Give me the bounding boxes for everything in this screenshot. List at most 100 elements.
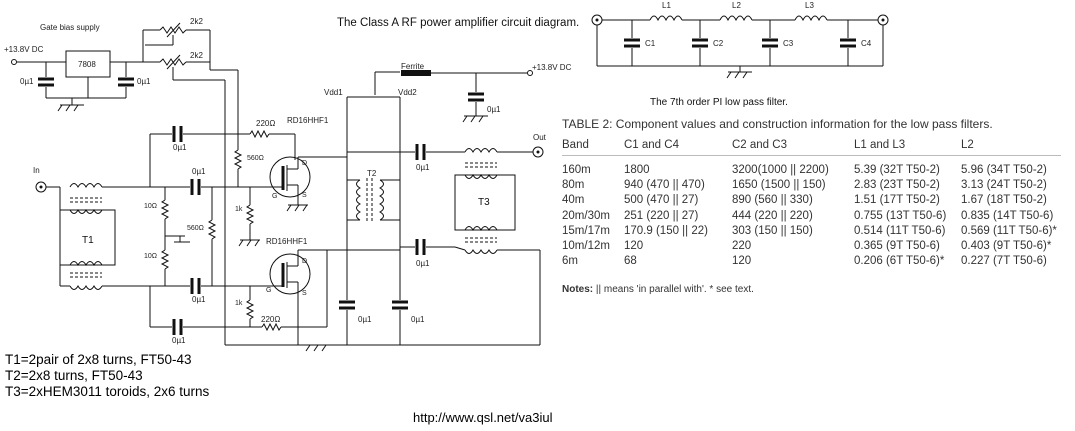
- cell-c2c3: 303 (150 || 150): [732, 224, 813, 237]
- cell-l1l3: 1.51 (17T T50-2): [854, 194, 940, 207]
- cell-l2: 0.835 (14T T50-6): [961, 209, 1054, 222]
- supply-out-label: +13.8V DC: [532, 63, 572, 72]
- r1k-top-label: 1k: [235, 206, 243, 213]
- t2-label: T2: [367, 169, 377, 178]
- r560-mid-label: 560Ω: [187, 225, 204, 232]
- cell-c1c4: 120: [624, 240, 644, 253]
- in-label: In: [33, 166, 40, 175]
- c2-label: C2: [713, 39, 724, 48]
- table-row: 20m/30m 251 (220 || 27) 444 (220 || 220)…: [562, 208, 1061, 223]
- cell-band: 10m/12m: [562, 240, 610, 253]
- c-in-top-label: 0µ1: [192, 167, 206, 176]
- out-connector: [532, 146, 544, 158]
- ferrite-label: Ferrite: [401, 62, 425, 71]
- regulator-label: 7808: [78, 60, 96, 69]
- legend-t2: T2=2x8 turns, FT50-43: [5, 368, 143, 383]
- pin-g-bot: G: [266, 287, 271, 294]
- cell-l1l3: 0.514 (11T T50-6): [854, 224, 946, 237]
- cell-l1l3: 2.83 (23T T50-2): [854, 178, 940, 191]
- pin-s-top: S: [302, 192, 307, 199]
- cell-l1l3: 0.365 (9T T50-6): [854, 240, 940, 253]
- c-out-top-label: 0µ1: [416, 163, 430, 172]
- cell-l2: 3.13 (24T T50-2): [961, 178, 1047, 191]
- table-notes: Notes: || means 'in parallel with'. * se…: [562, 284, 754, 295]
- c4-label: C4: [861, 39, 872, 48]
- cell-band: 20m/30m: [562, 209, 610, 222]
- supply-in-label: +13.8V DC: [4, 45, 44, 54]
- cell-c1c4: 1800: [624, 163, 650, 176]
- r1k-bot-label: 1k: [235, 300, 243, 307]
- table-title: TABLE 2: Component values and constructi…: [562, 117, 993, 131]
- l1-label: L1: [662, 1, 671, 10]
- c-reg-in-label: 0µ1: [20, 77, 34, 86]
- mosfet-bot: [269, 253, 311, 295]
- cell-c1c4: 68: [624, 255, 637, 268]
- l2-label: L2: [732, 1, 741, 10]
- cell-band: 80m: [562, 178, 585, 191]
- mosfet-top-label: RD16HHF1: [287, 116, 329, 125]
- t3-label: T3: [478, 197, 490, 208]
- c1-label: C1: [645, 39, 656, 48]
- t3-core: [454, 174, 516, 231]
- table-header-row: Band C1 and C4 C2 and C3 L1 and L3 L2: [562, 136, 1061, 156]
- col-c2-c3: C2 and C3: [732, 136, 854, 156]
- t1-label: T1: [82, 235, 94, 246]
- pin-s-bot: S: [302, 290, 307, 297]
- gate-bias-label: Gate bias supply: [40, 23, 100, 32]
- col-c1-c4: C1 and C4: [624, 136, 732, 156]
- l3-label: L3: [805, 1, 814, 10]
- c-fb-top-label: 0µ1: [173, 143, 187, 152]
- page-title: The Class A RF power amplifier circuit d…: [337, 17, 580, 29]
- notes-text: || means 'in parallel with'. * see text.: [595, 284, 754, 295]
- r10-bot-label: 10Ω: [144, 253, 157, 260]
- cell-l1l3: 0.755 (13T T50-6): [854, 209, 947, 222]
- cell-l1l3: 5.39 (32T T50-2): [854, 163, 940, 176]
- cell-c2c3: 1650 (1500 || 150): [732, 178, 826, 191]
- legend-t3: T3=2xHEM3011 toroids, 2x6 turns: [5, 384, 210, 399]
- cell-c2c3: 3200(1000 || 2200): [732, 163, 829, 176]
- filter-title: The 7th order PI low pass filter.: [650, 97, 788, 108]
- cell-l2: 5.96 (34T T50-2): [961, 163, 1047, 176]
- cell-c1c4: 940 (470 || 470): [624, 178, 705, 191]
- c-reg-out-label: 0µ1: [137, 77, 151, 86]
- supply-in-terminal: [11, 59, 17, 65]
- pin-d-bot: D: [302, 258, 307, 265]
- cell-band: 15m/17m: [562, 224, 610, 237]
- r10-top-label: 10Ω: [144, 203, 157, 210]
- legend-t1: T1=2pair of 2x8 turns, FT50-43: [5, 352, 192, 367]
- c-fb-bot-label: 0µ1: [172, 336, 186, 345]
- cell-l2: 1.67 (18T T50-2): [961, 194, 1047, 207]
- cell-band: 40m: [562, 194, 585, 207]
- cell-c1c4: 500 (470 || 27): [624, 194, 699, 207]
- cell-c2c3: 444 (220 || 220): [732, 209, 813, 222]
- notes-label: Notes:: [562, 284, 594, 295]
- col-l2: L2: [961, 136, 1061, 156]
- cell-c2c3: 890 (560 || 330): [732, 194, 813, 207]
- cell-l2: 0.403 (9T T50-6)*: [961, 240, 1052, 253]
- cell-c1c4: 170.9 (150 || 22): [624, 224, 708, 237]
- c-out-bot-label: 0µ1: [416, 259, 430, 268]
- cell-l2: 0.227 (7T T50-6): [961, 255, 1047, 268]
- cell-l1l3: 0.206 (6T T50-6)*: [854, 255, 945, 268]
- pot1-label: 2k2: [190, 17, 203, 26]
- cell-band: 160m: [562, 163, 591, 176]
- mosfet-top: [269, 156, 311, 198]
- source-url[interactable]: http://www.qsl.net/va3iul: [413, 410, 553, 425]
- vdd2-label: Vdd2: [398, 88, 417, 97]
- r560-top-label: 560Ω: [247, 155, 264, 162]
- c-bypass2-label: 0µ1: [411, 315, 425, 324]
- vdd1-label: Vdd1: [324, 88, 343, 97]
- cell-c2c3: 220: [732, 240, 752, 253]
- table-row: 80m 940 (470 || 470) 1650 (1500 || 150) …: [562, 177, 1061, 192]
- cell-band: 6m: [562, 255, 578, 268]
- table-row: 160m 1800 3200(1000 || 2200) 5.39 (32T T…: [562, 156, 1061, 178]
- c-in-bot-label: 0µ1: [192, 295, 206, 304]
- cell-c2c3: 120: [732, 255, 752, 268]
- c3-label: C3: [783, 39, 794, 48]
- cell-l2: 0.569 (11T T50-6)*: [961, 224, 1057, 237]
- table-row: 15m/17m 170.9 (150 || 22) 303 (150 || 15…: [562, 223, 1061, 238]
- component-table: Band C1 and C4 C2 and C3 L1 and L3 L2 16…: [562, 136, 1061, 269]
- cell-c1c4: 251 (220 || 27): [624, 209, 699, 222]
